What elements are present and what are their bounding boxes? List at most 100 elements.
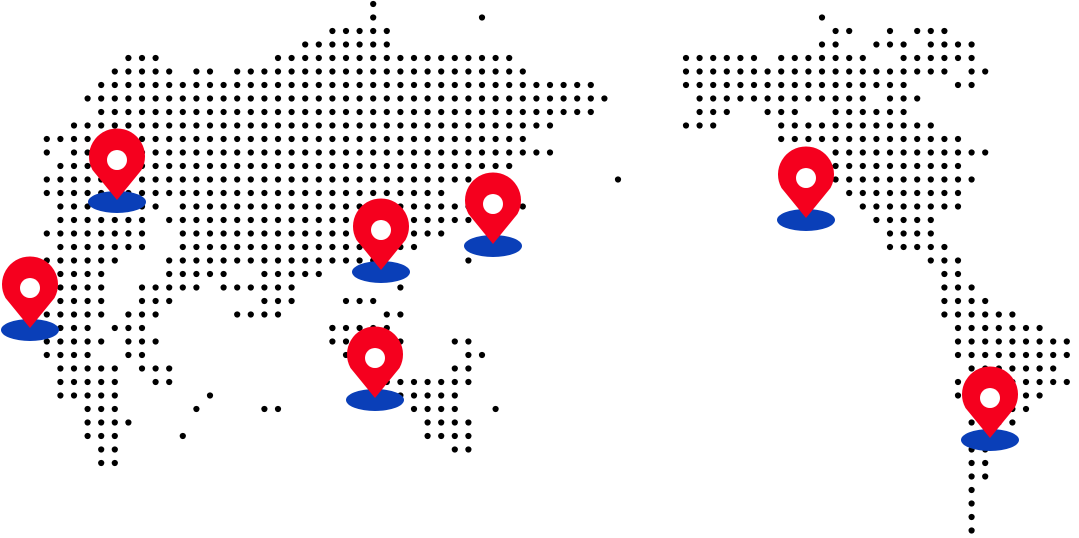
map-dot — [234, 230, 241, 237]
map-dot — [451, 432, 458, 440]
map-dot — [424, 162, 431, 170]
map-dot — [519, 108, 526, 116]
map-dot — [832, 149, 839, 156]
map-dot — [152, 149, 159, 156]
map-dot — [70, 378, 78, 386]
map-dot — [166, 189, 173, 197]
map-dot — [274, 257, 282, 264]
map-dot — [329, 54, 336, 62]
map-dot — [506, 108, 513, 116]
map-dot — [846, 162, 853, 170]
map-dot — [478, 108, 486, 116]
map-dot — [234, 108, 241, 116]
pin-hole — [796, 168, 816, 188]
map-dot — [465, 446, 472, 453]
map-dot — [791, 54, 798, 62]
map-dot — [356, 108, 363, 116]
map-dot — [247, 284, 254, 291]
map-dot — [900, 122, 907, 129]
map-dot — [506, 122, 513, 129]
location-pin-icon — [777, 146, 835, 231]
map-dot — [356, 122, 363, 129]
map-dot — [424, 149, 431, 156]
map-dot — [84, 176, 91, 183]
map-dot — [492, 81, 499, 89]
map-dot — [941, 162, 948, 170]
map-dot — [519, 203, 526, 210]
map-dot — [954, 392, 962, 399]
map-dot — [968, 149, 975, 156]
map-dot — [723, 95, 730, 102]
map-dot — [370, 81, 377, 89]
map-dot — [778, 95, 785, 102]
map-dot — [873, 81, 880, 89]
map-dot — [465, 162, 472, 170]
map-dot — [84, 378, 91, 386]
map-dot — [288, 135, 295, 143]
map-dot — [193, 257, 200, 264]
map-dot — [125, 216, 132, 224]
map-dot — [84, 270, 91, 278]
map-dot — [315, 122, 322, 129]
map-dot — [438, 122, 445, 129]
map-dot — [329, 216, 336, 224]
map-dot — [451, 405, 458, 413]
map-dot — [70, 189, 78, 197]
map-dot — [342, 149, 350, 156]
map-dot — [941, 27, 948, 35]
map-dot — [764, 108, 771, 116]
map-dot — [138, 189, 146, 197]
map-dot — [410, 189, 418, 197]
map-dot — [98, 108, 105, 116]
map-dot — [125, 324, 132, 332]
map-dot — [900, 216, 907, 224]
map-dot — [1063, 338, 1070, 345]
map-dot — [519, 149, 526, 156]
pin-shadow — [352, 261, 410, 283]
map-dot — [900, 176, 907, 183]
map-dot — [342, 203, 350, 210]
map-dot — [410, 176, 418, 183]
map-dot — [370, 162, 377, 170]
map-dot — [261, 311, 268, 318]
map-dot — [587, 108, 594, 116]
map-dot — [370, 176, 377, 183]
map-dot — [383, 135, 390, 143]
map-dot — [886, 81, 894, 89]
map-dot — [247, 162, 254, 170]
map-dot — [941, 243, 948, 251]
map-dot — [356, 257, 363, 264]
map-dot — [206, 108, 214, 116]
map-dot — [927, 68, 934, 75]
map-dot — [152, 81, 159, 89]
map-dot — [478, 162, 486, 170]
map-dot — [818, 68, 826, 75]
map-dot — [723, 68, 730, 75]
map-dot — [288, 243, 295, 251]
map-dot — [438, 95, 445, 102]
map-dot — [560, 108, 567, 116]
map-dot — [138, 54, 146, 62]
map-dot — [438, 216, 445, 224]
map-dot — [546, 81, 554, 89]
map-dot — [519, 81, 526, 89]
map-dot — [832, 68, 839, 75]
map-dot — [57, 392, 64, 399]
map-dot — [832, 108, 839, 116]
map-dot — [125, 122, 132, 129]
map-dot — [166, 378, 173, 386]
map-dot — [138, 108, 146, 116]
map-dot — [859, 122, 866, 129]
map-dot — [696, 108, 703, 116]
map-dot — [98, 284, 105, 291]
map-dot — [370, 189, 377, 197]
map-dot — [451, 54, 458, 62]
map-dot — [982, 459, 989, 467]
map-dot — [342, 135, 350, 143]
map-dot — [451, 95, 458, 102]
map-dot — [166, 135, 173, 143]
map-dot — [315, 203, 322, 210]
map-dot — [57, 216, 64, 224]
map-dot — [43, 338, 50, 345]
map-dot — [478, 68, 486, 75]
